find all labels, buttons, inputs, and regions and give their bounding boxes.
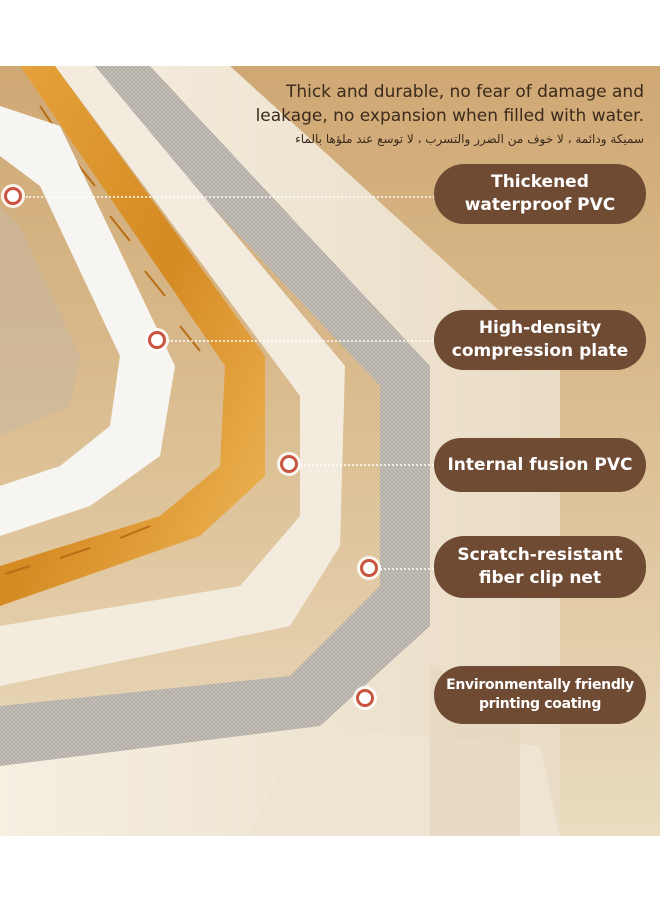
layered-wall-illustration bbox=[0, 66, 560, 836]
marker-dot-4 bbox=[360, 559, 378, 577]
callout-5-line-2: printing coating bbox=[478, 696, 602, 712]
leader-line-3 bbox=[300, 464, 446, 466]
callout-4-line-2: fiber clip net bbox=[478, 568, 602, 588]
headline-line-2: leakage, no expansion when filled with w… bbox=[255, 106, 644, 126]
marker-dot-1 bbox=[4, 187, 22, 205]
callout-printing-coating: Environmentally friendly printing coatin… bbox=[434, 666, 646, 724]
callout-thickened-pvc: Thickened waterproof PVC bbox=[434, 164, 646, 224]
headline-block: Thick and durable, no fear of damage and… bbox=[224, 80, 644, 148]
marker-dot-2 bbox=[148, 331, 166, 349]
callout-1-line-2: waterproof PVC bbox=[464, 195, 616, 215]
product-photo: Thick and durable, no fear of damage and… bbox=[0, 66, 660, 836]
callout-3-line-1: Internal fusion PVC bbox=[447, 454, 633, 475]
callout-fiber-clip-net: Scratch-resistant fiber clip net bbox=[434, 536, 646, 598]
callout-compression-plate: High-density compression plate bbox=[434, 310, 646, 370]
callout-internal-fusion-pvc: Internal fusion PVC bbox=[434, 438, 646, 492]
leader-line-4 bbox=[380, 568, 446, 570]
headline-line-1: Thick and durable, no fear of damage and bbox=[285, 82, 644, 102]
leader-line-1 bbox=[26, 196, 446, 198]
callout-2-line-1: High-density bbox=[478, 318, 602, 338]
headline-arabic: سميكة ودائمة ، لا خوف من الضرر والتسرب ،… bbox=[295, 132, 644, 146]
callout-1-line-1: Thickened bbox=[491, 172, 589, 192]
marker-dot-3 bbox=[280, 455, 298, 473]
callout-2-line-2: compression plate bbox=[451, 341, 629, 361]
leader-line-2 bbox=[168, 340, 444, 342]
callout-4-line-1: Scratch-resistant bbox=[457, 545, 623, 565]
callout-5-line-1: Environmentally friendly bbox=[446, 677, 634, 693]
marker-dot-5 bbox=[356, 689, 374, 707]
